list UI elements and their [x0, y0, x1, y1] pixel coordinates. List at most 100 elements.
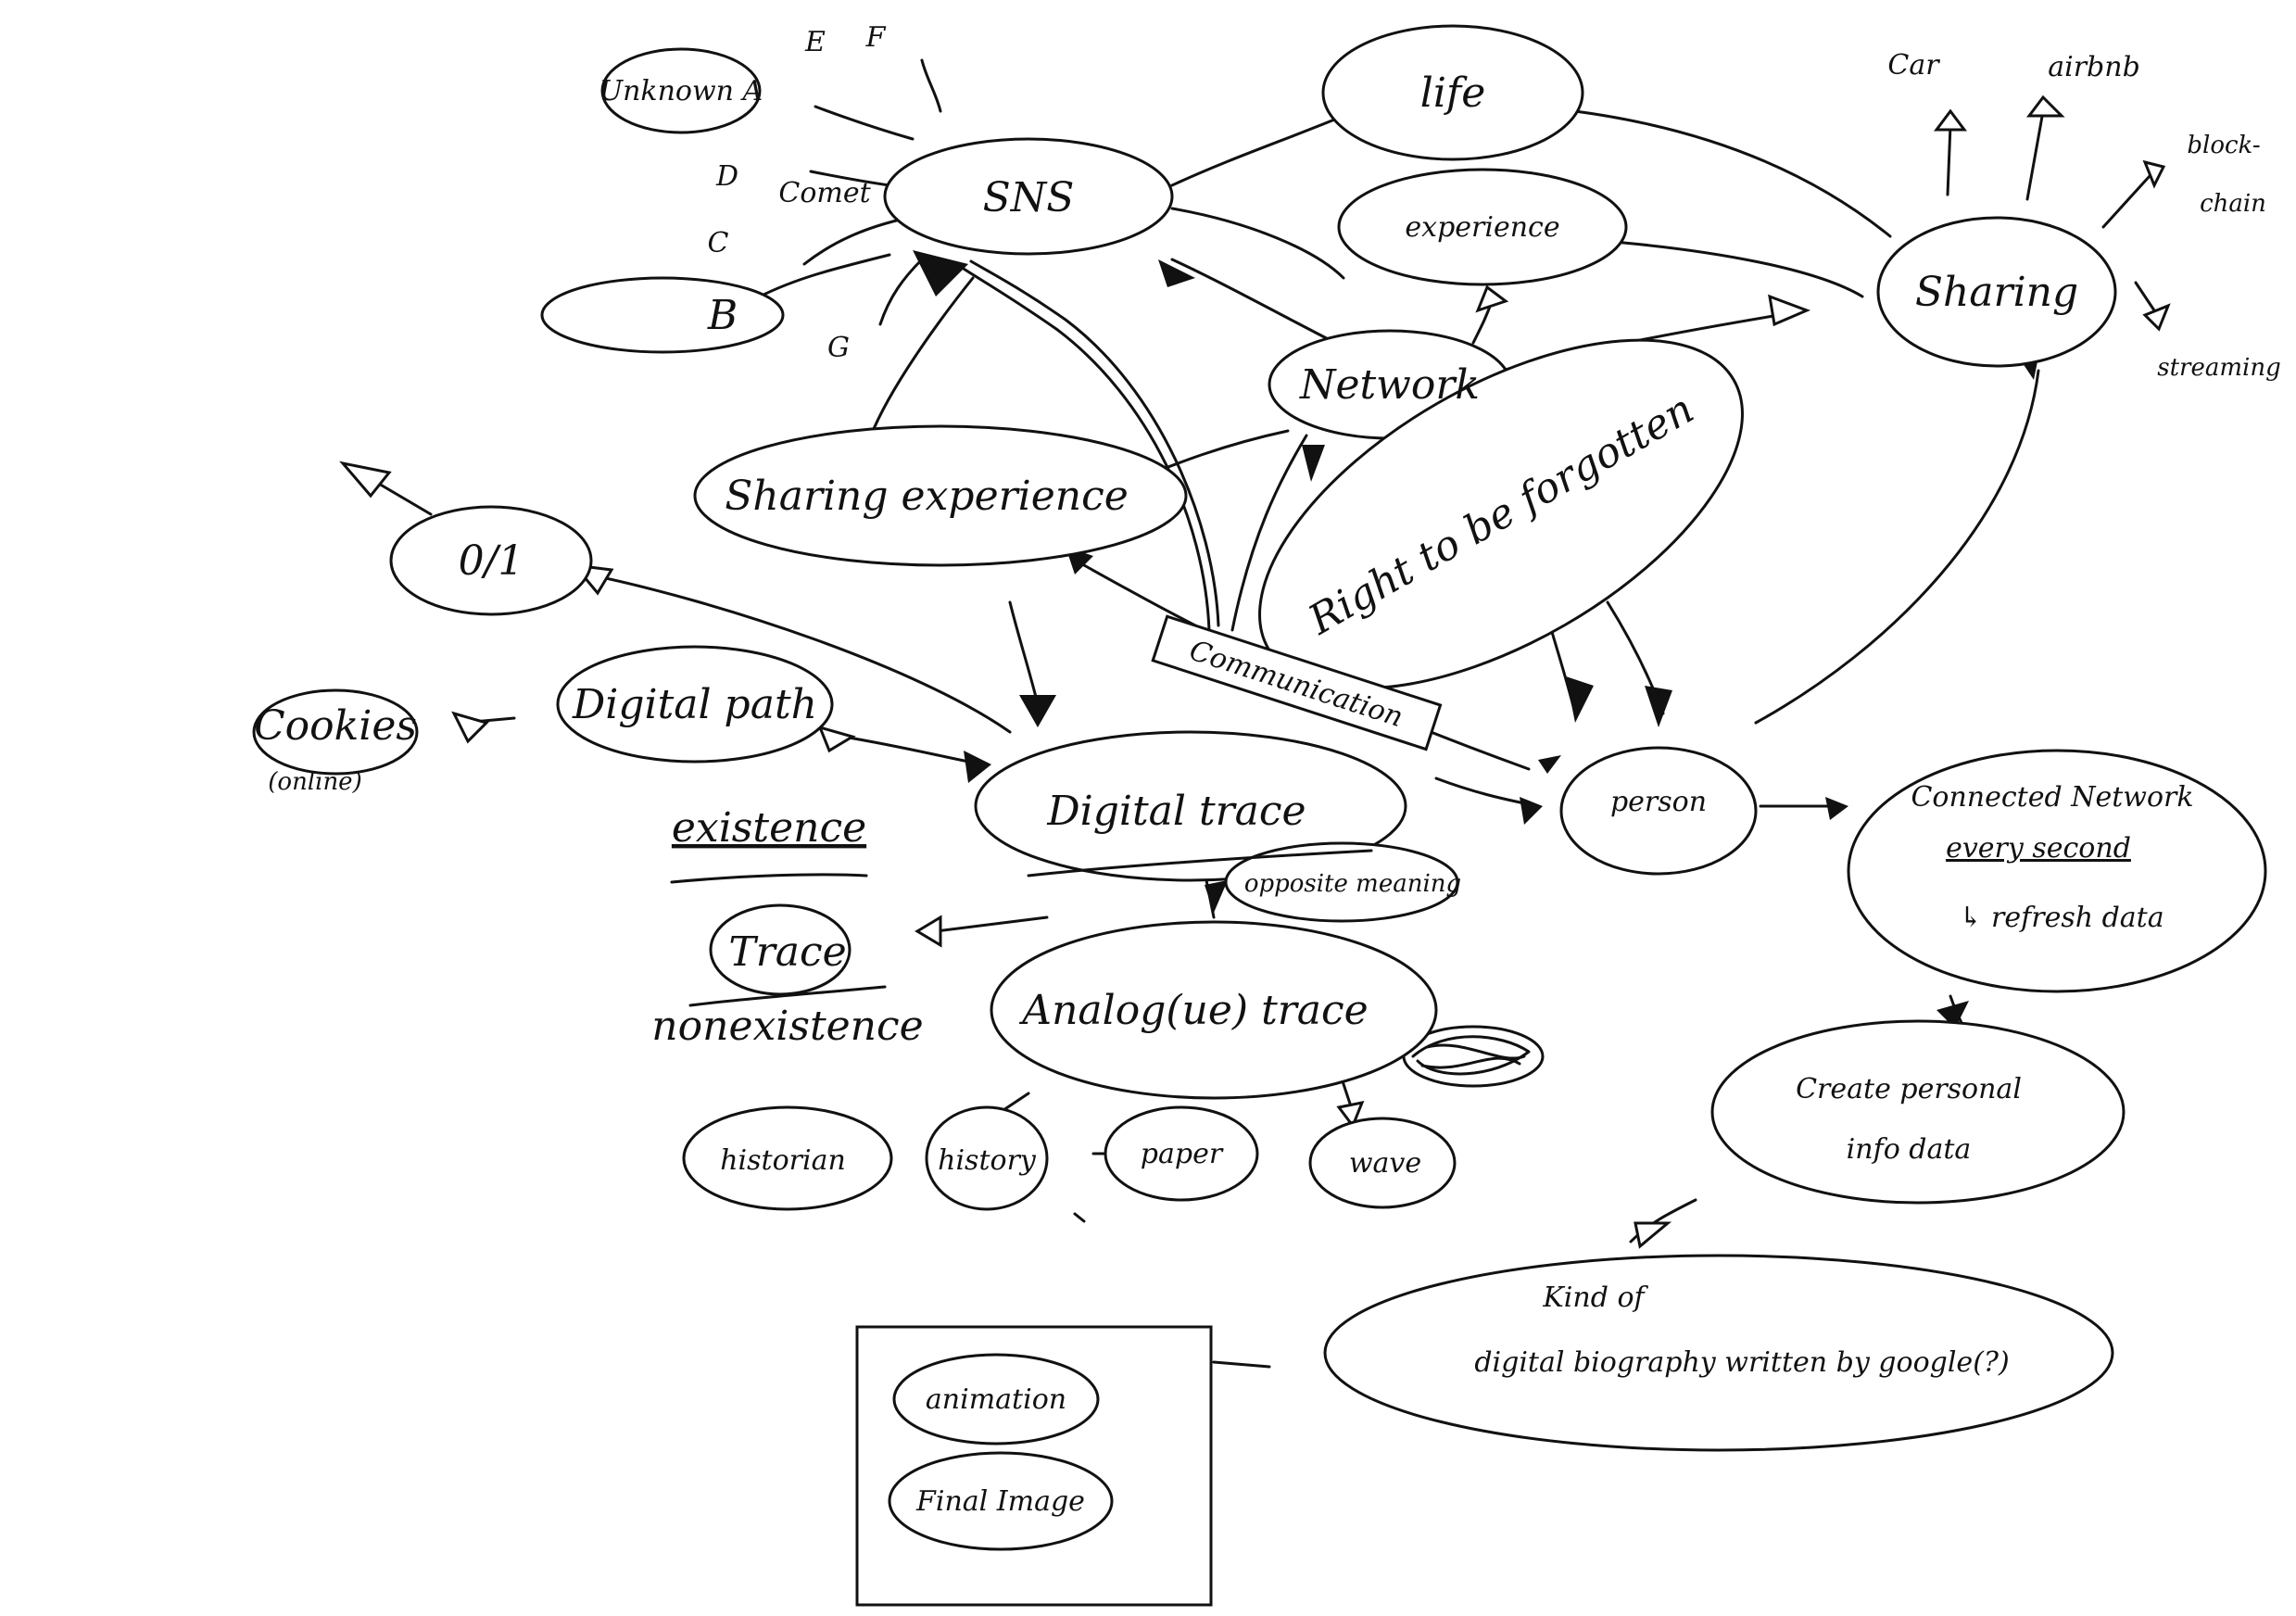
- node-sharing: [1876, 216, 2117, 368]
- arrowhead-network-up: [1302, 445, 1325, 482]
- label-digital-path: Digital path: [572, 681, 817, 728]
- connector-sharing-streaming: [2134, 281, 2156, 312]
- label-historian: historian: [720, 1144, 846, 1177]
- arrowhead-biography: [1634, 1221, 1672, 1249]
- label-experience: experience: [1405, 211, 1559, 244]
- node-animation: [892, 1353, 1100, 1446]
- connector-zero-one-digital-trace: [587, 573, 1012, 734]
- label-biography-line-1: Kind of: [1542, 1281, 1648, 1314]
- arrowhead-car: [1934, 108, 1967, 132]
- connector-sharing-exp-sns: [869, 276, 975, 437]
- arrowhead-streaming: [2142, 303, 2171, 332]
- label-sharing-experience: Sharing experience: [725, 473, 1129, 520]
- arrowhead-create: [1936, 1001, 1969, 1029]
- arrowhead-person-top: [1538, 755, 1561, 774]
- connector-sharing-exp-digital-trace: [1008, 600, 1040, 706]
- label-comet: Comet: [778, 177, 871, 209]
- connector-sns-e: [814, 105, 915, 141]
- label-existence: existence: [672, 804, 866, 852]
- arrowhead-connected: [1825, 797, 1848, 820]
- node-life: [1321, 24, 1584, 161]
- node-cookies: [252, 688, 419, 776]
- node-wave: [1308, 1117, 1457, 1209]
- label-cookies-sub: (online): [268, 768, 361, 796]
- arrowhead-trace: [915, 915, 942, 948]
- arrowhead-blockchain: [2142, 159, 2166, 189]
- label-final-image: Final Image: [915, 1485, 1085, 1518]
- sharing-branch-labels: Car airbnb block- chain streaming: [1887, 49, 2280, 382]
- connector-g-sns: [878, 258, 924, 326]
- connector-sns-life: [1170, 114, 1345, 187]
- node-ellipses: [252, 24, 2267, 1607]
- letter-f: F: [865, 21, 887, 54]
- label-trace: Trace: [728, 928, 846, 976]
- arrowhead-person-2: [1645, 686, 1672, 727]
- label-refresh-data: ↳ refresh data: [1959, 902, 2164, 934]
- arrowhead-digital-trace-left: [964, 751, 991, 783]
- letter-d: D: [715, 160, 738, 193]
- node-experience: [1337, 168, 1628, 286]
- node-sharing-experience: [693, 424, 1188, 567]
- connector-frame-biography: [1212, 1360, 1271, 1369]
- label-sharing: Sharing: [1915, 269, 2078, 316]
- node-digital-trace: [974, 730, 1407, 882]
- connector-life-sharing: [1573, 109, 1892, 238]
- node-analog-trace: [990, 920, 1438, 1100]
- label-create-line-1: Create personal: [1796, 1073, 2022, 1105]
- underline-trace: [688, 985, 887, 1007]
- label-airbnb: airbnb: [2048, 51, 2140, 83]
- label-history: history: [938, 1144, 1037, 1177]
- label-life: life: [1420, 69, 1485, 117]
- label-car: Car: [1887, 49, 1940, 82]
- arrowhead-sharing: [1768, 294, 1811, 327]
- label-unknown-a: Unknown A: [599, 75, 763, 107]
- loose-letters: E F D C G: [708, 21, 887, 364]
- label-zero-one: 0/1: [459, 537, 524, 585]
- label-streaming: streaming: [2157, 354, 2280, 382]
- connector-right-sharing: [1754, 369, 2040, 725]
- label-analog-trace: Analog(ue) trace: [1018, 987, 1368, 1034]
- arrowhead-network-sns: [1158, 259, 1195, 287]
- node-create-personal-info: [1710, 1019, 2126, 1205]
- label-sns: SNS: [983, 174, 1075, 221]
- node-historian: [682, 1105, 893, 1211]
- connector-sns-f: [920, 58, 942, 113]
- label-paper: paper: [1141, 1138, 1224, 1170]
- label-network: Network: [1299, 361, 1480, 409]
- node-sns: [883, 137, 1174, 256]
- scribble-marks: [1411, 1035, 1531, 1076]
- connector-experience-sharing: [1601, 239, 1864, 298]
- connector-create-biography: [1629, 1198, 1697, 1244]
- node-unknown-a: [600, 47, 762, 134]
- node-paper: [1104, 1105, 1259, 1202]
- node-person: [1559, 746, 1758, 876]
- label-connected-network: Connected Network: [1911, 781, 2193, 814]
- communication-rect: [1151, 614, 1443, 751]
- arrowhead-digital-trace-top: [1019, 695, 1056, 727]
- arrowhead-digital-path: [817, 725, 856, 753]
- label-cookies: Cookies: [254, 702, 417, 750]
- arrowhead-experience: [1475, 284, 1509, 313]
- node-final-image: [888, 1451, 1114, 1551]
- label-blockchain-1: block-: [2187, 132, 2260, 159]
- label-digital-trace: Digital trace: [1046, 788, 1306, 835]
- label-every-second: every second: [1946, 832, 2131, 865]
- label-animation: animation: [926, 1383, 1066, 1416]
- label-wave: wave: [1349, 1147, 1421, 1180]
- connector-sns-experience: [1170, 207, 1345, 280]
- connector-sns-c: [802, 216, 910, 266]
- label-biography-line-2: digital biography written by google(?): [1474, 1346, 2009, 1379]
- node-digital-biography: [1323, 1254, 2114, 1452]
- label-person: person: [1610, 786, 1707, 818]
- label-blockchain-2: chain: [2200, 190, 2266, 218]
- node-opposite-meaning: [1224, 841, 1459, 923]
- connector-sharing-car: [1946, 123, 1952, 196]
- connector-history-dot: [1073, 1212, 1086, 1223]
- connector-sns-d: [809, 170, 891, 187]
- label-b: B: [707, 292, 738, 339]
- letter-e: E: [804, 26, 826, 58]
- underline-existence: [670, 873, 868, 884]
- connector-digital-path-digital-trace: [841, 735, 984, 766]
- label-nonexistence: nonexistence: [651, 1003, 923, 1050]
